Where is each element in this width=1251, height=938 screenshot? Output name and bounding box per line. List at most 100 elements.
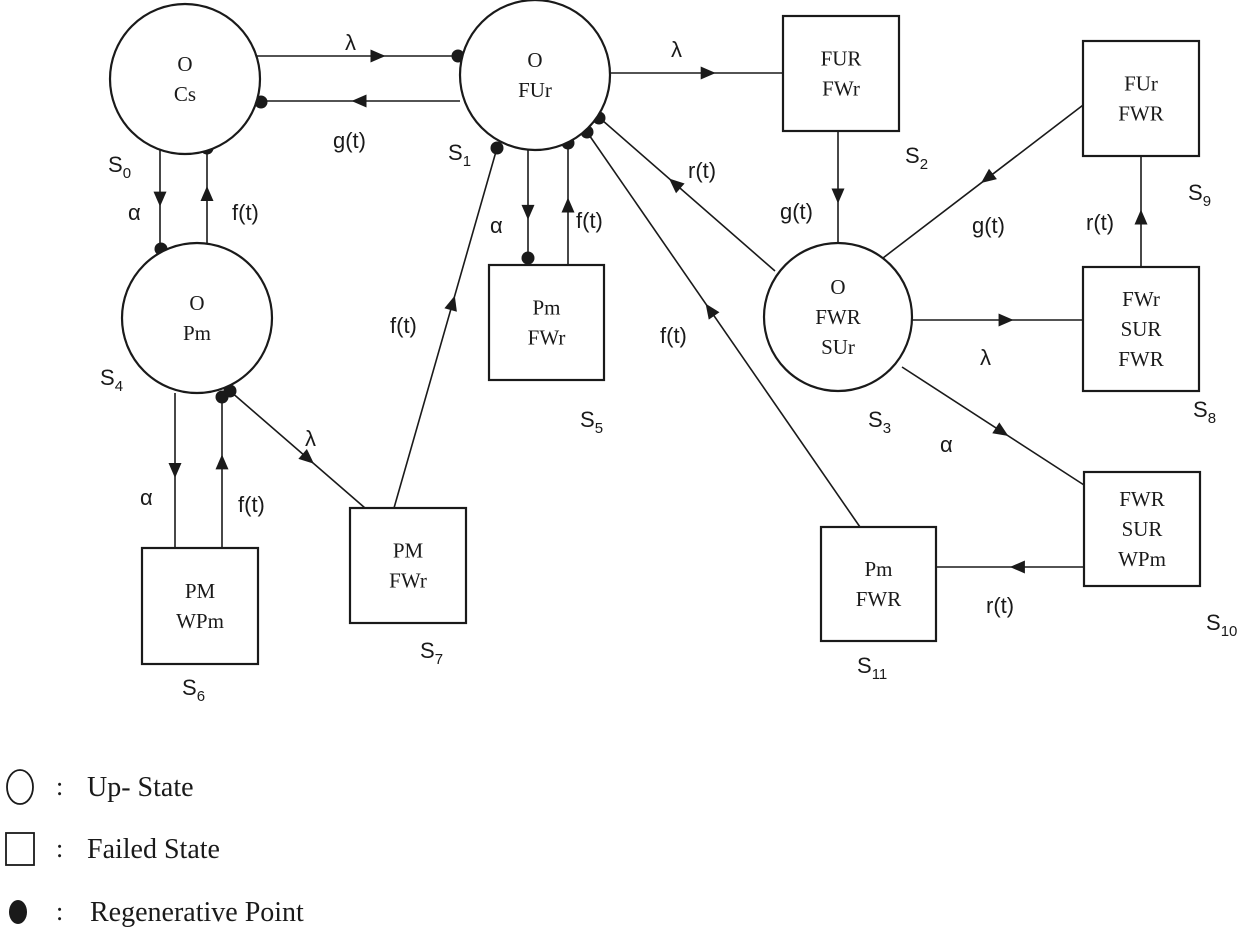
arrowhead-icon	[561, 197, 575, 213]
edge-s0-to-s1: λ	[255, 30, 465, 63]
edge-s1-to-s0: g(t)	[254, 94, 460, 153]
arrowhead-icon	[298, 449, 314, 464]
arrowhead-icon	[831, 188, 845, 204]
arrowhead-icon	[200, 185, 214, 201]
failed-state-symbol-icon	[5, 832, 35, 866]
failed-state-box	[140, 546, 260, 666]
edge-s10-to-s11: r(t)	[936, 560, 1084, 618]
failed-state-box	[348, 506, 468, 625]
edge-rate-label: f(t)	[660, 323, 687, 348]
edge-rate-label: λ	[980, 345, 991, 370]
state-component-label: FWR	[1118, 347, 1164, 371]
edge-rate-label: λ	[345, 30, 356, 55]
edge-rate-label: λ	[305, 426, 316, 451]
legend-label: Failed State	[87, 834, 220, 865]
state-id-subscript: 0	[123, 165, 131, 182]
arrowhead-icon	[521, 204, 535, 220]
edge-rate-label: g(t)	[972, 213, 1005, 238]
state-component-label: PM	[393, 539, 424, 563]
arrowhead-icon	[1009, 560, 1025, 574]
edge-s3-to-s8: λ	[912, 313, 1083, 370]
arrowhead-icon	[444, 295, 457, 312]
state-component-label: Pm	[864, 557, 892, 581]
state-component-label: Pm	[532, 296, 560, 320]
state-id-label: S2	[905, 143, 928, 173]
state-id-label: S10	[1206, 610, 1237, 640]
arrowhead-icon	[705, 303, 720, 320]
state-id-label: S0	[108, 152, 131, 182]
arrowhead-icon	[1134, 209, 1148, 225]
failed-state-box	[487, 263, 606, 382]
edge-s0-to-s4: α	[128, 144, 168, 256]
state-id-label: S6	[182, 675, 205, 705]
state-component-label: FWR	[1119, 487, 1165, 511]
failed-state-box	[1081, 39, 1201, 158]
edge-s4-to-s7: λ	[223, 384, 366, 509]
state-id-label: S3	[868, 407, 891, 437]
up-state-circle	[108, 2, 262, 156]
edge-s5-to-s1: f(t)	[561, 136, 603, 265]
state-component-label: WPm	[176, 609, 224, 633]
state-component-label: FUr	[1124, 72, 1158, 96]
state-component-label: O	[830, 275, 845, 299]
arrowhead-icon	[998, 313, 1014, 327]
edge-rate-label: r(t)	[986, 593, 1014, 618]
edge-rate-label: f(t)	[232, 200, 259, 225]
state-id-subscript: 1	[463, 153, 471, 170]
state-id-letter: S	[1188, 180, 1203, 205]
state-id-letter: S	[100, 365, 115, 390]
up-state-symbol-icon	[6, 769, 34, 805]
state-id-subscript: 6	[197, 688, 205, 705]
edge-s3-to-s10: α	[901, 366, 1085, 486]
legend-label: Up- State	[87, 772, 194, 803]
state-component-label: Pm	[183, 321, 211, 345]
edge-rate-label: r(t)	[688, 158, 716, 183]
state-component-label: FWR	[856, 587, 902, 611]
state-component-label: SUR	[1122, 517, 1163, 541]
state-id-letter: S	[420, 638, 435, 663]
edge-s3-to-s1: r(t)	[592, 111, 776, 272]
up-state-circle	[762, 241, 914, 393]
edge-rate-label: f(t)	[576, 208, 603, 233]
failed-state-box	[819, 525, 938, 643]
edge-rate-label: f(t)	[238, 492, 265, 517]
state-id-label: S7	[420, 638, 443, 668]
state-id-subscript: 8	[1208, 410, 1216, 427]
state-id-label: S5	[580, 407, 603, 437]
edge-s4-to-s6: α	[140, 393, 182, 548]
state-component-label: O	[189, 291, 204, 315]
legend-label: Regenerative Point	[90, 897, 304, 928]
state-component-label: PM	[185, 579, 216, 603]
state-component-label: FUr	[518, 78, 552, 102]
edge-s8-to-s9: r(t)	[1086, 156, 1148, 267]
arrowhead-icon	[351, 94, 367, 108]
regenerative-point-icon	[490, 141, 504, 155]
regenerative-point-icon	[521, 251, 535, 265]
legend-colon: :	[56, 772, 63, 801]
edge-s7-to-s1: f(t)	[390, 141, 504, 509]
state-component-label: O	[527, 48, 542, 72]
edge-s4-to-s0: f(t)	[200, 141, 259, 249]
arrowhead-icon	[168, 463, 182, 478]
edge-line	[229, 390, 366, 509]
edge-line	[601, 119, 776, 272]
state-id-label: S11	[857, 653, 887, 683]
state-component-label: FWr	[389, 569, 427, 593]
state-component-label: O	[177, 52, 192, 76]
edge-rate-label: α	[140, 485, 153, 510]
state-id-subscript: 3	[883, 420, 891, 437]
legend-colon: :	[56, 897, 63, 926]
state-component-label: FWr	[528, 326, 566, 350]
state-id-letter: S	[905, 143, 920, 168]
state-id-subscript: 10	[1221, 623, 1238, 640]
edge-rate-label: λ	[671, 37, 682, 62]
